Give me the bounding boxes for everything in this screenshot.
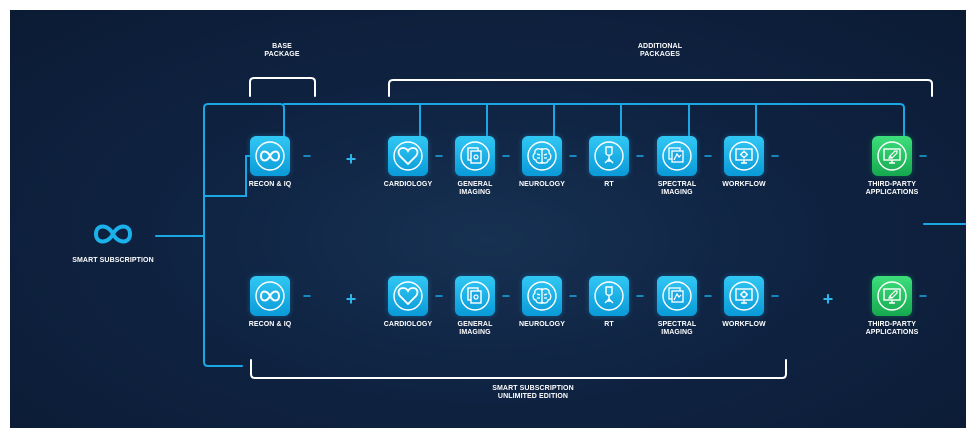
plus-sign: +: [345, 149, 357, 169]
radiation-probe-icon: [594, 141, 624, 171]
package-label: SPECTRAL IMAGING: [657, 181, 697, 196]
package-tile: [589, 276, 629, 316]
base-package-label: BASE PACKAGE: [264, 43, 300, 58]
layered-scans-icon: [662, 281, 692, 311]
package-tile: [388, 136, 428, 176]
gear-monitor-icon: [729, 141, 759, 171]
brain-icon: [527, 141, 557, 171]
heart-icon: [393, 281, 423, 311]
gear-monitor-icon: [729, 281, 759, 311]
package-tile: [455, 136, 495, 176]
unlimited-edition-bracket: [250, 359, 787, 379]
package-label: THIRD-PARTY APPLICATIONS: [865, 321, 919, 336]
heart-icon: [393, 141, 423, 171]
base-package-bracket: [249, 77, 316, 97]
package-tile: [589, 136, 629, 176]
package-tile: [455, 276, 495, 316]
smart-subscription-label: SMART SUBSCRIPTION: [72, 257, 154, 264]
package-label: CARDIOLOGY: [383, 181, 433, 188]
package-label: THIRD-PARTY APPLICATIONS: [865, 181, 919, 196]
package-label: RT: [604, 181, 614, 188]
package-tile: [522, 276, 562, 316]
rocket-monitor-icon: [877, 141, 907, 171]
infinity-loop-icon: [255, 141, 285, 171]
connector-lines: [155, 77, 966, 379]
package-label: RT: [604, 321, 614, 328]
plus-sign: +: [345, 289, 357, 309]
radiation-probe-icon: [594, 281, 624, 311]
connector-top-bus: [283, 103, 905, 137]
package-label: WORKFLOW: [722, 181, 766, 188]
package-tile: [872, 276, 912, 316]
package-label: NEUROLOGY: [518, 181, 565, 188]
unlimited-edition-label: SMART SUBSCRIPTION UNLIMITED EDITION: [492, 385, 574, 400]
stacked-scans-icon: [460, 281, 490, 311]
package-tile: [388, 276, 428, 316]
package-label: NEUROLOGY: [518, 321, 565, 328]
package-label: RECON & IQ: [248, 321, 292, 328]
package-tile: [724, 276, 764, 316]
package-tile: [657, 136, 697, 176]
package-tile: [872, 136, 912, 176]
package-label: SPECTRAL IMAGING: [657, 321, 697, 336]
additional-packages-bracket: [388, 79, 933, 97]
rocket-monitor-icon: [877, 281, 907, 311]
package-label: WORKFLOW: [722, 321, 766, 328]
subscription-diagram: BASE PACKAGE ADDITIONAL PACKAGES SMART S…: [10, 10, 966, 428]
connector-to-row2: [203, 235, 243, 367]
package-tile: [657, 276, 697, 316]
additional-packages-label: ADDITIONAL PACKAGES: [637, 43, 683, 58]
plus-sign: +: [822, 289, 834, 309]
package-label: GENERAL IMAGING: [457, 321, 493, 336]
package-label: RECON & IQ: [248, 181, 292, 188]
package-tile: [250, 136, 290, 176]
smart-subscription-icon: [93, 224, 133, 244]
layered-scans-icon: [662, 141, 692, 171]
stacked-scans-icon: [460, 141, 490, 171]
connector-drops: [419, 103, 757, 137]
package-tile: [250, 276, 290, 316]
package-label: CARDIOLOGY: [383, 321, 433, 328]
package-tile: [522, 136, 562, 176]
infinity-loop-icon: [255, 281, 285, 311]
package-label: GENERAL IMAGING: [457, 181, 493, 196]
connector-smart-to-rows: [155, 103, 285, 237]
brain-icon: [527, 281, 557, 311]
package-tile: [724, 136, 764, 176]
